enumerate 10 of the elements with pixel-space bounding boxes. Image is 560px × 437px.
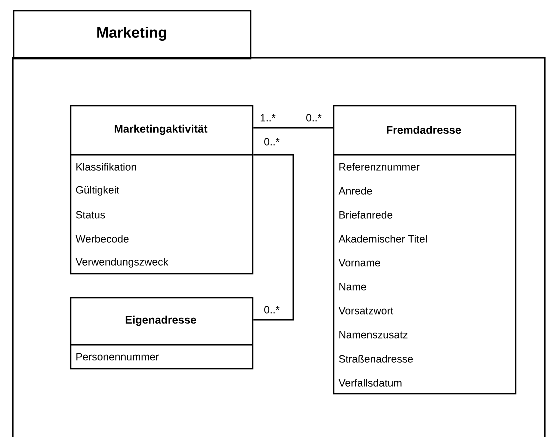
node-label: Marketing [98,26,166,42]
association-line [254,127,333,129]
class-box: Marketingaktivität Klassifikation Gültigkeit Status Werbecode Verwendungszweck [70,105,254,275]
class-box: Fremdadresse Referenznummer Anrede Briefanrede Akademischer Titel Vorname Name Vorsatzwort Namenszusatz Straßenadresse Verfallsdatum [333,105,517,395]
association-line [254,154,294,321]
class-box: Eigenadresse Personennummer [70,297,254,370]
multiplicity-label: 0..* [306,114,322,122]
multiplicity-label: 0..* [264,138,280,146]
multiplicity-label: 0..* [264,306,280,314]
multiplicity-label: 1..* [260,114,276,122]
